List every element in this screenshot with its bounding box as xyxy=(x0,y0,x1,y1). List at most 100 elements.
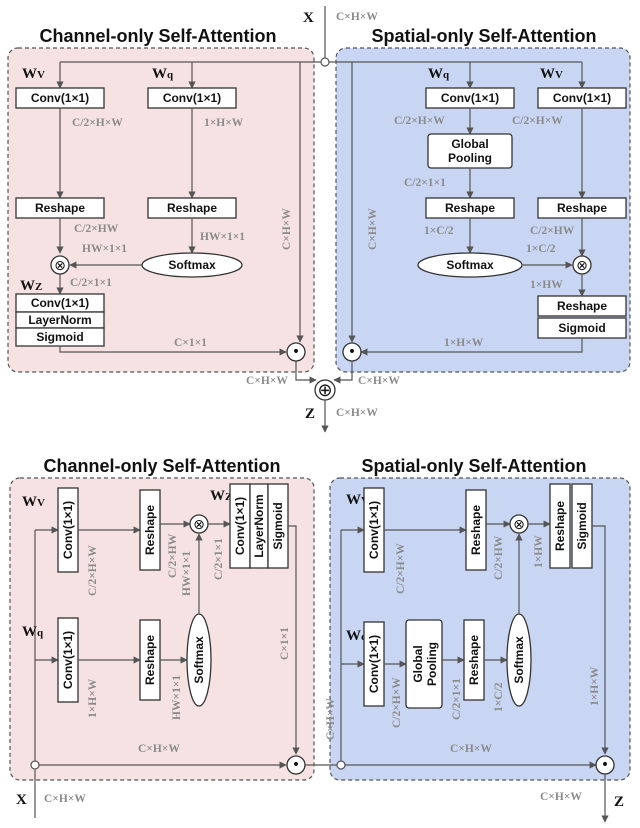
top-ch-conv-v-label: Conv(1×1) xyxy=(31,91,89,105)
top-sp-dim-c2hw-full: C/2×H×W xyxy=(394,115,445,127)
bottom-sp-dim-1hw: 1×HW xyxy=(533,535,545,568)
bottom-spatial-title: Spatial-only Self-Attention xyxy=(362,456,587,476)
bottom-sp-conv-v-label: Conv(1×1) xyxy=(367,501,381,559)
bottom-wq-label: Wq xyxy=(22,624,44,640)
bottom-sp-dim-chw-horiz: C×H×W xyxy=(450,743,492,755)
bottom-sp-reshape-out xyxy=(549,483,571,569)
bottom-sp-reshape-v-label: Reshape xyxy=(469,505,483,555)
top-sp-reshape-v-label: Reshape xyxy=(557,201,607,215)
bottom-wv-label: WV xyxy=(22,494,45,510)
top-ch-dim-hw11-b: HW×1×1 xyxy=(82,243,127,255)
bottom-ch-dim-hw11-b: HW×1×1 xyxy=(181,551,193,596)
top-ch-conv-z-label: Conv(1×1) xyxy=(31,296,89,310)
top-sp-global-label: Global xyxy=(451,137,488,151)
top-ch-layernorm-label: LayerNorm xyxy=(28,313,91,327)
top-sp-reshape-q-label: Reshape xyxy=(445,201,495,215)
bottom-ch-dim-chw-horiz: C×H×W xyxy=(138,743,180,755)
bottom-sp-reshape-q-label: Reshape xyxy=(467,635,481,685)
top-sp-matmul-symbol: ⊗ xyxy=(576,258,588,274)
bottom-sp-global-label: Global xyxy=(411,645,425,682)
bottom-ch-dim-c11: C×1×1 xyxy=(279,627,291,660)
bottom-ch-dot-symbol: • xyxy=(292,757,300,773)
top-sp-reshape-out-label: Reshape xyxy=(557,299,607,313)
top-ch-dim-hw11-a: HW×1×1 xyxy=(200,231,245,243)
bottom-ch-dim-hw-full: 1×H×W xyxy=(87,678,99,718)
top-ch-softmax-label: Softmax xyxy=(168,258,216,272)
bottom-ch-conv-z-label: Conv(1×1) xyxy=(233,497,247,555)
bottom-sp-dim-c2hw-full: C/2×H×W xyxy=(395,543,407,594)
bottom-ch-reshape-v xyxy=(139,489,161,571)
bottom-sp-dim-c2hw-full-b: C/2×H×W xyxy=(391,677,403,728)
top-sp-wq-label: Wq xyxy=(428,66,450,82)
top-sp-dim-1c2-a: 1×C/2 xyxy=(424,225,454,237)
bottom-ch-reshape-v-label: Reshape xyxy=(143,505,157,555)
top-ch-reshape-v-label: Reshape xyxy=(35,201,85,215)
top-add-symbol: ⊕ xyxy=(317,380,332,401)
top-ch-reshape-q-label: Reshape xyxy=(167,201,217,215)
bottom-sp-dim-1c2-a: 1×C/2 xyxy=(493,682,505,712)
top-sp-conv-v-label: Conv(1×1) xyxy=(553,91,611,105)
top-add-dim-left: C×H×W xyxy=(246,375,288,387)
bottom-sp-matmul-symbol: ⊗ xyxy=(513,517,525,533)
bottom-ch-conv-q-label: Conv(1×1) xyxy=(61,631,75,689)
bottom-wz-label: WZ xyxy=(210,488,232,504)
bottom-sp-dot-symbol: • xyxy=(601,757,609,773)
top-sp-wv-label: WV xyxy=(540,66,563,82)
bottom-ch-dim-c2hw: C/2×HW xyxy=(167,533,179,578)
top-ch-dim-c211: C/2×1×1 xyxy=(70,277,112,289)
bottom-diagram: Channel-only Self-Attention Spatial-only… xyxy=(9,456,631,823)
top-ch-dim-c2hw-full: C/2×H×W xyxy=(72,117,123,129)
top-sp-dim-1c2-b: 1×C/2 xyxy=(526,243,556,255)
bottom-sp-pooling-label: Pooling xyxy=(425,642,439,686)
bottom-spatial-split-node xyxy=(336,760,346,770)
bottom-ch-dim-c211: C/2×1×1 xyxy=(213,538,225,580)
bottom-sp-dim-chw-vert: C×H×W xyxy=(325,698,337,740)
top-ch-conv-q-label: Conv(1×1) xyxy=(163,91,221,105)
bottom-sp-conv-q-label: Conv(1×1) xyxy=(367,635,381,693)
bottom-channel-title: Channel-only Self-Attention xyxy=(44,456,281,476)
top-sp-conv-q-label: Conv(1×1) xyxy=(441,91,499,105)
top-spatial-title: Spatial-only Self-Attention xyxy=(372,26,597,46)
bottom-input-x-label: X xyxy=(16,792,27,808)
bottom-ch-reshape-q-label: Reshape xyxy=(143,635,157,685)
top-wz-label: WZ xyxy=(20,278,42,294)
bottom-ch-sigmoid-label: Sigmoid xyxy=(271,502,285,549)
top-sp-dim-chw-vert: C×H×W xyxy=(367,208,379,250)
top-sp-dot-symbol: • xyxy=(348,344,356,360)
top-ch-sigmoid-label: Sigmoid xyxy=(36,330,83,344)
top-sp-softmax-label: Softmax xyxy=(446,258,494,272)
top-sp-dim-c211: C/2×1×1 xyxy=(404,177,446,189)
top-ch-dim-hw-full: 1×H×W xyxy=(204,117,244,129)
bottom-sp-dim-c211: C/2×1×1 xyxy=(451,678,463,720)
bottom-input-dim: C×H×W xyxy=(44,793,86,805)
bottom-output-z-label: Z xyxy=(614,794,624,810)
top-sp-dim-c2hw-full-b: C/2×H×W xyxy=(512,115,563,127)
bottom-ch-matmul-symbol: ⊗ xyxy=(193,517,205,533)
top-ch-dim-c11: C×1×1 xyxy=(174,337,207,349)
bottom-sp-softmax-label: Softmax xyxy=(512,636,526,684)
top-add-dim-right: C×H×W xyxy=(358,375,400,387)
top-input-dim: C×H×W xyxy=(336,11,378,23)
bottom-ch-softmax-label: Softmax xyxy=(192,636,206,684)
top-sp-dim-1hw: 1×HW xyxy=(530,279,563,291)
top-ch-dim-c2hw: C/2×HW xyxy=(74,223,119,235)
top-wv-label: WV xyxy=(22,66,45,82)
bottom-sp-dim-1xhxw: 1×H×W xyxy=(589,666,601,706)
bottom-split-node xyxy=(30,760,40,770)
bottom-sp-reshape-out-label: Reshape xyxy=(553,501,567,551)
top-sp-dim-1xhxw: 1×H×W xyxy=(444,337,484,349)
top-output-z-label: Z xyxy=(305,406,315,422)
top-sp-dim-c2hw: C/2×HW xyxy=(530,225,575,237)
bottom-sp-reshape-v xyxy=(465,489,487,571)
top-input-x-label: X xyxy=(303,10,314,26)
top-ch-dot-symbol: • xyxy=(292,344,300,360)
bottom-sp-global-pooling xyxy=(405,619,443,709)
top-ch-dim-chw-vert: C×H×W xyxy=(281,208,293,250)
bottom-ch-conv-v-label: Conv(1×1) xyxy=(61,501,75,559)
top-wq-label: Wq xyxy=(152,66,174,82)
bottom-ch-dim-c2hw-full: C/2×H×W xyxy=(87,545,99,596)
bottom-sp-dim-c2hw: C/2×HW xyxy=(493,535,505,580)
bottom-ch-dim-hw11-a: HW×1×1 xyxy=(171,675,183,720)
top-sp-reshape-out xyxy=(537,295,627,317)
